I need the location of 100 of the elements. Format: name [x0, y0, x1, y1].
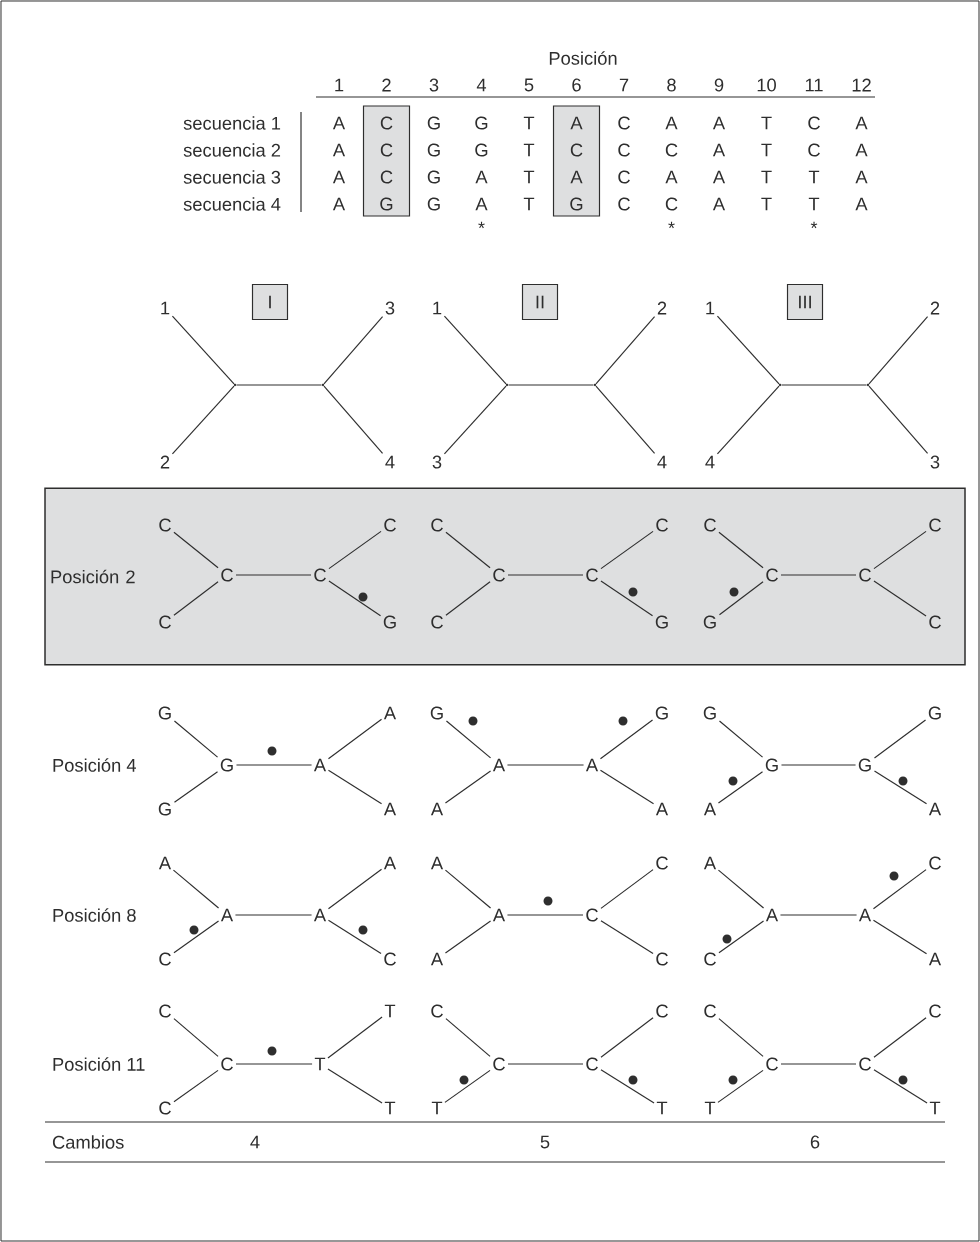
tree-label: C	[431, 1004, 443, 1018]
tree-label: C	[929, 1004, 941, 1018]
tree-label: A	[492, 908, 506, 922]
row-label: Posición 11	[53, 1057, 145, 1071]
tree-label: C	[431, 518, 443, 532]
branch-point	[321, 383, 325, 387]
tree-branch	[716, 385, 780, 455]
tree-branch	[717, 869, 765, 909]
tree-branch	[327, 1068, 383, 1104]
table-cell: T	[523, 143, 535, 157]
tree-branch	[173, 771, 219, 803]
tree-branch	[328, 580, 382, 617]
tree-label: C	[656, 952, 668, 966]
tree-label: G	[703, 706, 716, 720]
table-cell: A	[570, 170, 583, 184]
table-cell: T	[523, 116, 535, 130]
tree-label: A	[765, 908, 779, 922]
topology-box: III	[786, 283, 824, 321]
tree-label: C	[704, 952, 716, 966]
tree-label: A	[383, 856, 397, 870]
tree-label: G	[430, 706, 443, 720]
table-cell: C	[808, 143, 820, 157]
tree-branch	[235, 384, 323, 386]
tree-label: C	[159, 615, 171, 629]
tree-label: C	[859, 1057, 871, 1071]
row-label: Posición 8	[53, 908, 136, 922]
tree-label: C	[431, 615, 443, 629]
tree-label: T	[929, 1101, 941, 1115]
tree-label: 2	[160, 455, 170, 469]
tree-label: G	[655, 615, 668, 629]
tree-branch	[868, 385, 929, 455]
tree-label: C	[159, 1101, 171, 1115]
table-cell: T	[761, 143, 772, 157]
tree-label: 3	[385, 301, 395, 315]
tree-branch	[506, 914, 584, 916]
table-cell: A	[712, 197, 726, 211]
tree-branch	[444, 869, 492, 909]
tree-branch	[780, 384, 868, 386]
table-cell: T	[808, 197, 820, 211]
tree-label: C	[929, 518, 941, 532]
table-cell: C	[380, 170, 393, 184]
table-cell: C	[618, 143, 630, 157]
table-cell: A	[475, 170, 488, 184]
tree-branch	[173, 920, 220, 954]
tree-label: C	[384, 952, 396, 966]
tree-branch	[507, 384, 595, 386]
tree-branch	[327, 718, 383, 760]
tree-branch	[235, 764, 313, 766]
tree-branch	[327, 868, 383, 910]
topology-box: I	[251, 283, 289, 321]
tree-branch	[780, 574, 857, 576]
tree-label: G	[858, 758, 871, 772]
asterisk: *	[478, 221, 485, 229]
tree-label: A	[430, 802, 444, 816]
tree-branch	[873, 770, 928, 805]
table-cell: T	[761, 170, 772, 184]
tree-branch	[444, 920, 492, 954]
row-label: Posición 4	[53, 758, 136, 772]
table-cell: G	[475, 143, 488, 157]
tree-branch	[873, 719, 927, 759]
tree-branch	[872, 919, 928, 955]
tree-label: 1	[433, 301, 442, 315]
tree-branch	[173, 720, 219, 758]
row-name: secuencia 3	[183, 170, 281, 184]
tree-label: A	[383, 802, 397, 816]
table-cell: G	[427, 197, 440, 211]
tree-branch	[718, 920, 765, 954]
table-cell: C	[808, 116, 820, 130]
tree-label: T	[384, 1101, 396, 1115]
tree-branch	[600, 580, 654, 617]
tree-label: G	[655, 706, 668, 720]
tree-branch	[323, 315, 384, 385]
tree-label: A	[158, 856, 172, 870]
tree-label: A	[313, 908, 327, 922]
tree-branch	[718, 720, 764, 758]
table-cell: A	[712, 116, 726, 130]
table-cell: G	[427, 143, 440, 157]
tree-branch	[444, 1069, 491, 1103]
table-cell: A	[332, 197, 346, 211]
table-cell: A	[570, 116, 583, 130]
tree-branch	[717, 1069, 764, 1103]
table-cell: C	[618, 170, 630, 184]
tree-label: C	[159, 952, 171, 966]
tree-label: 4	[385, 455, 395, 469]
tree-branch	[599, 769, 655, 805]
tree-label: 4	[705, 455, 715, 469]
table-cell: G	[427, 170, 440, 184]
tree-label: C	[929, 856, 941, 870]
tree-branch	[173, 1018, 219, 1057]
table-cell: T	[523, 170, 535, 184]
tree-label: 2	[657, 301, 667, 315]
table-cell: T	[761, 116, 772, 130]
table-cell: A	[665, 116, 678, 130]
tree-branch	[595, 315, 656, 385]
tree-branch	[718, 531, 764, 569]
tree-label: G	[158, 706, 171, 720]
tree-branch	[445, 531, 491, 569]
tree-label: C	[159, 1004, 171, 1018]
table-cell: G	[475, 116, 488, 130]
tree-label: T	[704, 1101, 716, 1115]
